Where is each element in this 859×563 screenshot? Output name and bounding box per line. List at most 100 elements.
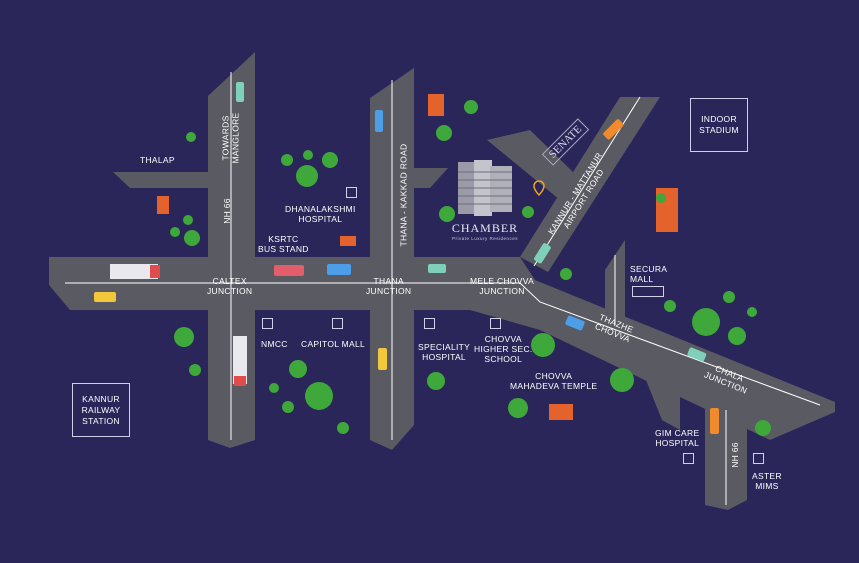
tree-icon (723, 291, 735, 303)
aster-line1: ASTER (752, 471, 782, 481)
capitol-marker (332, 318, 343, 329)
gim-line1: GIM CARE (655, 428, 700, 438)
road-line-main (65, 282, 821, 406)
caltex-line1: CALTEX (212, 276, 247, 286)
car-icon (94, 292, 116, 302)
tree-icon (337, 422, 349, 434)
tree-icon (183, 215, 193, 225)
road-main-west (49, 257, 835, 440)
tree-icon (289, 360, 307, 378)
project-tagline: Private Luxury Residences (451, 236, 519, 241)
location-pin-icon (533, 180, 545, 197)
label-thalap: THALAP (140, 155, 175, 165)
tree-icon (692, 308, 720, 336)
tree-icon (269, 383, 279, 393)
building-icon (340, 236, 356, 246)
tree-icon (427, 372, 445, 390)
school-line3: SCHOOL (484, 354, 523, 364)
school-line2: HIGHER SEC. (474, 344, 533, 354)
mele-line1: MELE CHOVVA (470, 276, 535, 286)
tree-icon (560, 268, 572, 280)
car-icon (603, 119, 624, 140)
chamber-logo: CHAMBER Private Luxury Residences (430, 221, 540, 241)
truck-icon (150, 265, 160, 278)
tree-icon (186, 132, 196, 142)
tree-icon (296, 165, 318, 187)
nmcc-marker (262, 318, 273, 329)
label-towards-manglore: TOWARDS MANGLORE (221, 112, 241, 163)
tree-icon (436, 125, 452, 141)
label-nh66-north: NH 66 (221, 198, 232, 224)
secura-line2: MALL (630, 274, 654, 284)
chovva-school-marker (490, 318, 501, 329)
tree-icon (439, 206, 455, 222)
road-gim-south (640, 365, 680, 430)
road-airport-branch (487, 130, 576, 200)
railway-line3: STATION (82, 415, 120, 426)
label-capitol: CAPITOL MALL (301, 339, 366, 349)
label-nh66-south: NH 66 (729, 442, 740, 468)
tree-icon (755, 420, 771, 436)
secura-marker (632, 286, 664, 297)
ksrtc-line2: BUS STAND (258, 244, 309, 254)
towards-line1: TOWARDS (220, 115, 231, 161)
car-icon (378, 348, 387, 370)
truck-icon (233, 336, 247, 384)
vehicles (94, 82, 719, 434)
tree-icon (508, 398, 528, 418)
building-icon (428, 94, 444, 116)
car-icon (687, 347, 707, 362)
secura-line1: SECURA (630, 264, 668, 274)
speciality-line2: HOSPITAL (422, 352, 466, 362)
tree-icon (184, 230, 200, 246)
gim-line2: HOSPITAL (655, 438, 700, 448)
tree-icon (664, 300, 676, 312)
car-icon (565, 315, 585, 331)
car-icon (534, 243, 551, 264)
tree-icon (531, 333, 555, 357)
gim-marker (683, 453, 694, 464)
label-mahadeva: CHOVVA MAHADEVA TEMPLE (510, 371, 597, 391)
ksrtc-line1: KSRTC (268, 234, 299, 244)
mahadeva-line1: CHOVVA (535, 371, 573, 381)
dhanalakshmi-line2: HOSPITAL (298, 214, 343, 224)
label-nmcc: NMCC (261, 339, 288, 349)
tree-icon (728, 327, 746, 345)
truck-icon (234, 376, 246, 386)
label-mele-chovva: MELE CHOVVA JUNCTION (470, 276, 534, 296)
towards-line2: MANGLORE (230, 112, 241, 164)
aster-marker (753, 453, 764, 464)
car-icon (375, 110, 383, 132)
tree-icon (189, 364, 201, 376)
mahadeva-line2: MAHADEVA TEMPLE (510, 381, 598, 391)
tree-icons (170, 100, 771, 436)
mele-line2: JUNCTION (479, 286, 525, 296)
speciality-line1: SPECIALITY (418, 342, 471, 352)
caltex-line2: JUNCTION (207, 286, 253, 296)
car-icon (710, 408, 719, 434)
label-thana-junction: THANA JUNCTION (366, 276, 411, 296)
indoor-stadium-line2: STADIUM (699, 125, 739, 135)
tree-icon (281, 154, 293, 166)
tree-icon (170, 227, 180, 237)
tree-icon (322, 152, 338, 168)
tree-icon (522, 206, 534, 218)
building-icon (549, 404, 573, 420)
label-ksrtc: KSRTC BUS STAND (258, 234, 309, 254)
label-secura: SECURA MALL (630, 264, 667, 284)
tree-icon (282, 401, 294, 413)
label-dhanalakshmi: DHANALAKSHMI HOSPITAL (285, 204, 356, 224)
label-thana-road: THANA - KAKKAD ROAD (398, 143, 409, 247)
railway-line2: RAILWAY (81, 404, 121, 415)
tree-icon (303, 150, 313, 160)
dhanalakshmi-line1: DHANALAKSHMI (285, 204, 356, 214)
indoor-stadium-line1: INDOOR (701, 114, 737, 124)
project-name: CHAMBER (451, 221, 519, 235)
label-aster: ASTER MIMS (752, 471, 782, 491)
building-icon (157, 196, 169, 214)
school-line1: CHOVVA (484, 334, 522, 344)
road-thalap (113, 172, 208, 188)
chamber-tower-building-icon (458, 160, 512, 216)
truck-icon (110, 264, 158, 279)
